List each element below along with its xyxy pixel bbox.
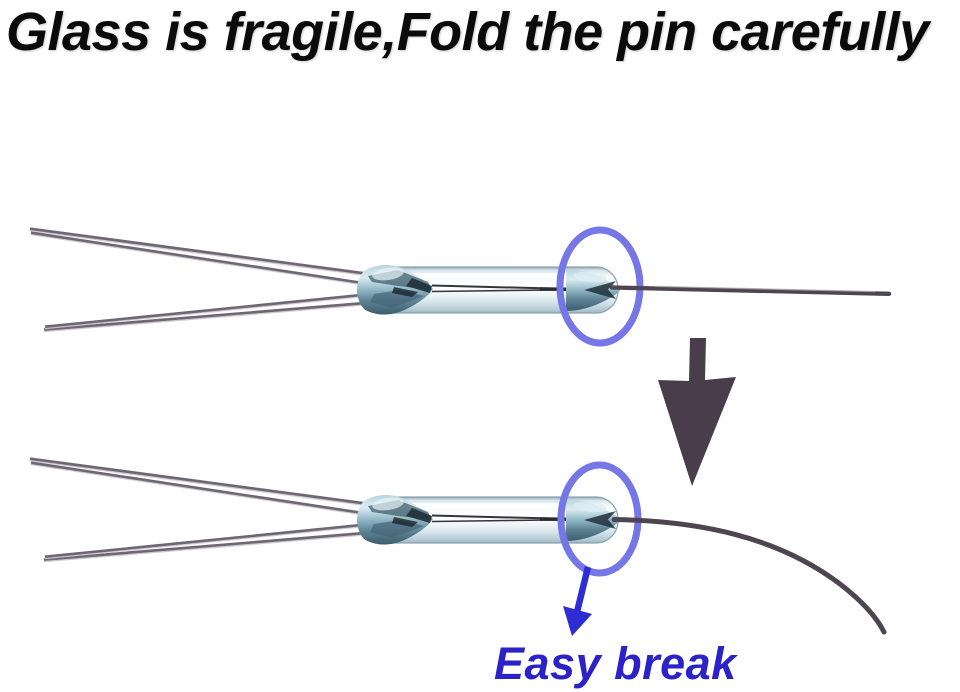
- easy-break-label: Easy break: [494, 638, 737, 689]
- page-title: Glass is fragile,Fold the pin carefully: [6, 2, 929, 62]
- right-pin-folded: [611, 517, 887, 635]
- reed-switch-after: [30, 459, 887, 636]
- down-arrow-icon: [658, 338, 736, 486]
- reed-switch-before: [30, 226, 892, 347]
- arrow-pointer-icon: [563, 566, 592, 636]
- switch-body-top: [30, 229, 620, 332]
- right-pin-straight: [609, 285, 892, 296]
- switch-body-bottom: [30, 459, 620, 562]
